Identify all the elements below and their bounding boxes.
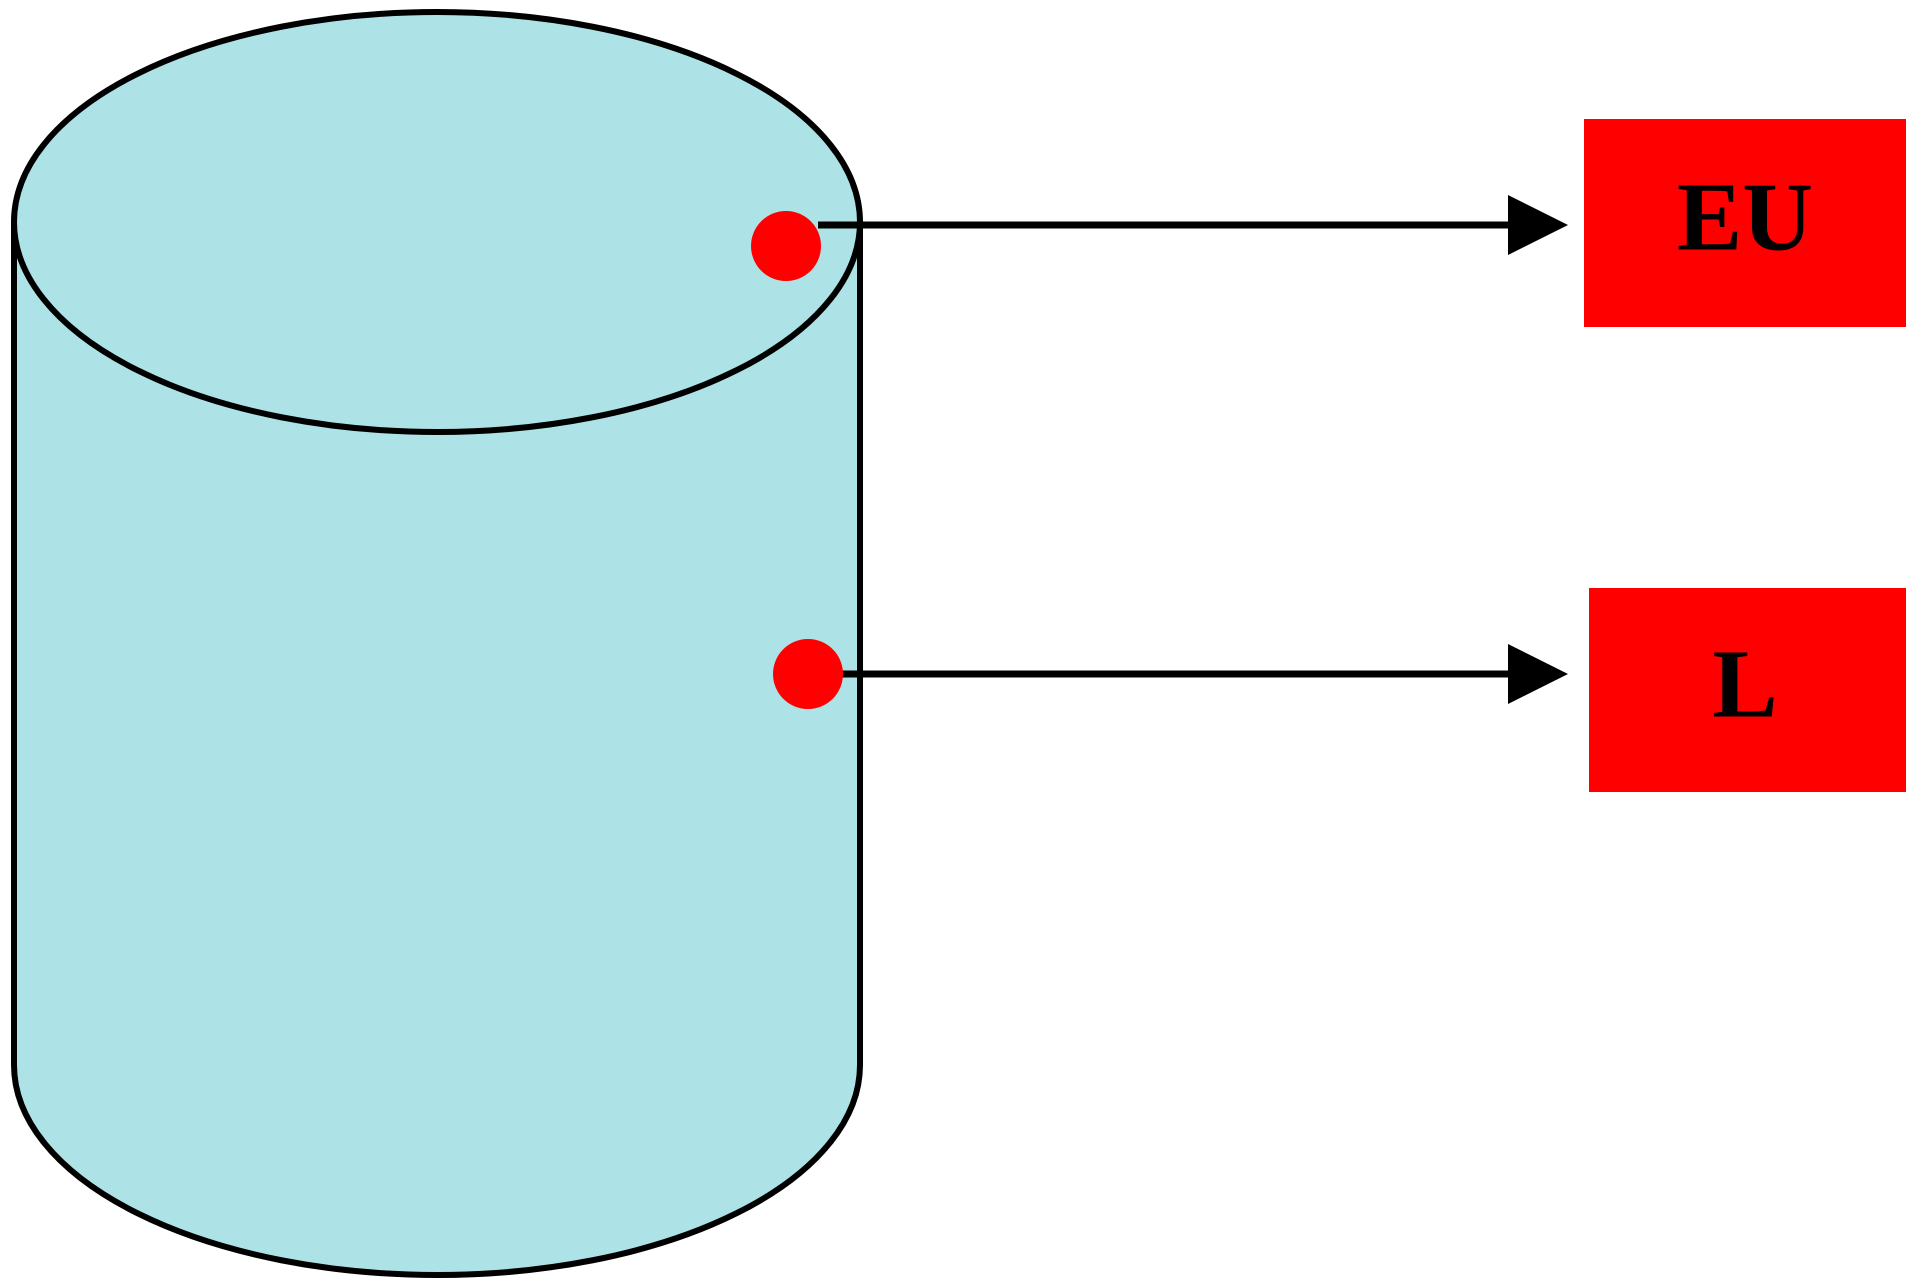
cylinder-body <box>11 219 863 1278</box>
box-eu: EU <box>1584 119 1906 327</box>
connector-l <box>773 639 1568 709</box>
arrowhead-l <box>1508 644 1568 704</box>
box-eu-label: EU <box>1677 163 1813 271</box>
box-l: L <box>1589 588 1906 792</box>
connector-eu <box>751 195 1568 281</box>
cylinder <box>11 9 863 1278</box>
red-dot-top <box>751 211 821 281</box>
arrowhead-eu <box>1508 195 1568 255</box>
box-l-rect <box>1589 588 1906 792</box>
box-eu-rect <box>1584 119 1906 327</box>
cylinder-top <box>11 9 863 435</box>
red-dot-middle <box>773 639 843 709</box>
box-l-label: L <box>1712 630 1777 738</box>
